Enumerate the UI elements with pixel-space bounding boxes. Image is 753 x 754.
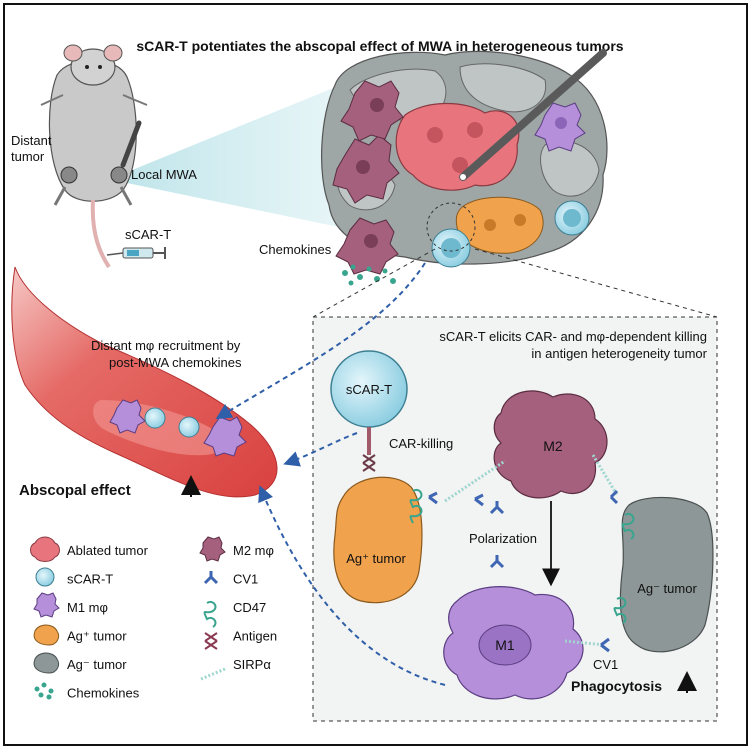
- legend-right-label-2: CD47: [233, 600, 266, 615]
- distant-tumor-spot: [60, 166, 78, 184]
- legend-ag-pos-icon: [33, 624, 60, 646]
- inset-to-vessel-arrow-2: [258, 485, 446, 686]
- legend-right-label-1: CV1: [233, 572, 258, 587]
- cv1-bound-3: [600, 637, 610, 653]
- mouse: [40, 44, 148, 269]
- inset-m2-macrophage: [493, 390, 608, 499]
- inset-m1-label: M1: [495, 637, 515, 653]
- inset-scar-t-label: sCAR-T: [346, 382, 392, 397]
- legend-left-label-3: Ag⁺ tumor: [67, 629, 127, 644]
- phagocytosis-label: Phagocytosis: [571, 678, 662, 694]
- scar-t-injection-label: sCAR-T: [125, 227, 171, 242]
- cd47-coil-ag-neg: [613, 513, 635, 624]
- cv1-label: CV1: [593, 657, 618, 672]
- vessel-scar-t-2: [178, 416, 200, 438]
- legend-ablated-icon: [30, 536, 60, 562]
- legend-cv1-icon: [203, 571, 219, 585]
- blood-vessel: [11, 266, 278, 498]
- car-receptor: [362, 427, 376, 472]
- zoom-lines: [312, 248, 718, 318]
- cv1-bound: [428, 491, 484, 507]
- legend-chemokines-icon: [34, 682, 54, 700]
- legend-left-label-5: Chemokines: [67, 686, 140, 701]
- legend-cd47-icon: [203, 601, 217, 628]
- legend-scar-t-icon: [35, 567, 55, 587]
- sirpa-link-1: [444, 459, 506, 503]
- m1-nucleus: [478, 624, 532, 666]
- legend-antigen-icon: [204, 632, 218, 650]
- legend-left-label-1: sCAR-T: [67, 572, 113, 587]
- inset-title-2: in antigen heterogeneity tumor: [531, 346, 707, 361]
- polarization-label: Polarization: [469, 531, 537, 546]
- legend: [30, 536, 226, 700]
- legend-m2-icon: [199, 536, 226, 562]
- inset-ag-pos-label: Ag⁺ tumor: [346, 551, 406, 566]
- figure-title: sCAR-T potentiates the abscopal effect o…: [136, 38, 623, 54]
- legend-left-label-2: M1 mφ: [67, 600, 108, 615]
- local-tumor-spot: [110, 166, 128, 184]
- distant-tumor-label-1: Distant: [11, 133, 52, 148]
- legend-left-label-0: Ablated tumor: [67, 543, 149, 558]
- legend-ag-neg-icon: [33, 652, 60, 674]
- legend-right-label-0: M2 mφ: [233, 543, 274, 558]
- sirpa-link-3: [564, 639, 606, 647]
- inset-ag-neg-label: Ag⁻ tumor: [637, 581, 697, 596]
- diagram-canvas: sCAR-T potentiates the abscopal effect o…: [11, 38, 718, 722]
- legend-sirpa-icon: [200, 667, 226, 681]
- syringe-icon: [106, 247, 166, 259]
- figure-frame: sCAR-T potentiates the abscopal effect o…: [3, 3, 748, 746]
- free-cv1: [489, 501, 505, 569]
- distant-tumor-label-2: tumor: [11, 149, 45, 164]
- legend-left-label-4: Ag⁻ tumor: [67, 657, 127, 672]
- tumor-mass: [320, 50, 608, 275]
- cv1-bound-2: [609, 489, 619, 505]
- probe-tip: [460, 174, 466, 180]
- inset-ag-pos-tumor: [333, 476, 423, 604]
- local-mwa-label: Local MWA: [131, 167, 197, 182]
- vessel-scar-t-1: [144, 407, 166, 429]
- legend-m1-icon: [33, 592, 60, 618]
- car-killing-label: CAR-killing: [389, 436, 453, 451]
- chemokine-cluster: [342, 264, 396, 286]
- mwa-probe-small: [120, 120, 142, 168]
- chemokines-label: Chemokines: [259, 242, 332, 257]
- legend-right-label-4: SIRPα: [233, 657, 271, 672]
- cd47-coil-ag-pos: [409, 489, 423, 524]
- legend-right-label-3: Antigen: [233, 629, 277, 644]
- recruitment-label-2: post-MWA chemokines: [109, 355, 242, 370]
- abscopal-label: Abscopal effect: [19, 482, 131, 499]
- chemokine-to-vessel-arrow: [215, 262, 426, 420]
- inset-title-1: sCAR-T elicits CAR- and mφ-dependent kil…: [439, 329, 707, 344]
- vessel-m1-cell: [109, 399, 146, 434]
- inset-m2-label: M2: [543, 438, 563, 454]
- recruitment-label-1: Distant mφ recruitment by: [91, 338, 241, 353]
- mwa-probe: [459, 49, 607, 181]
- inset-ag-neg-tumor: [619, 496, 714, 653]
- vessel-m1-cell-2: [203, 416, 247, 457]
